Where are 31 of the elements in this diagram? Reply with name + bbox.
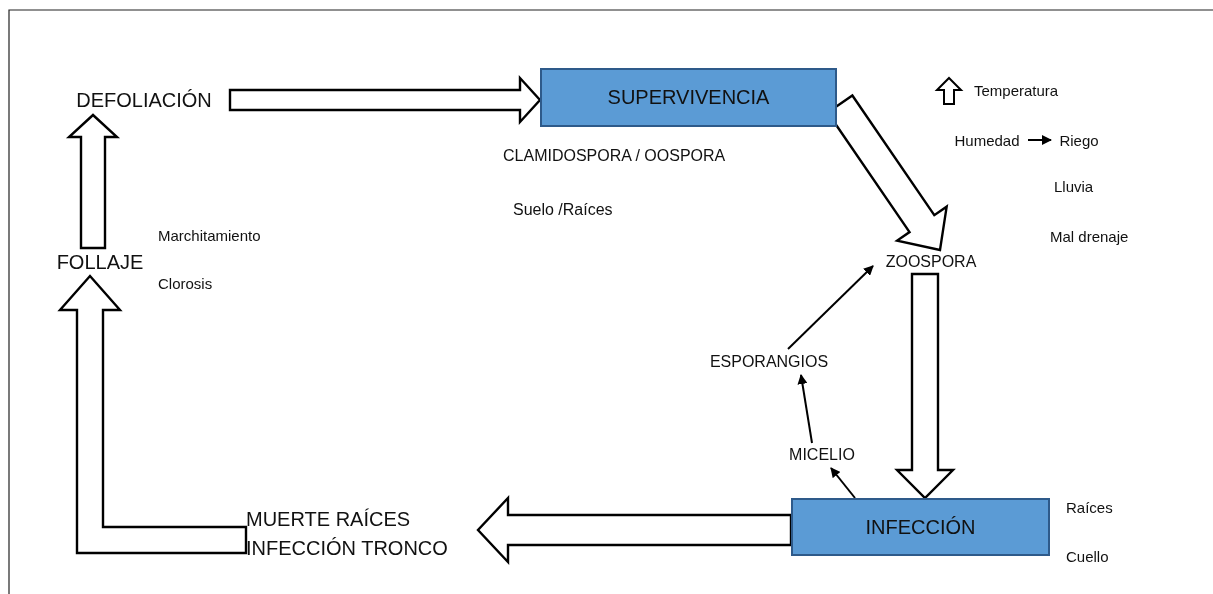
factor-label: Lluvia	[1054, 178, 1094, 195]
block-arrow	[228, 74, 542, 126]
process-box	[540, 68, 837, 127]
block-arrow	[65, 113, 121, 250]
stage-label: Riego	[1054, 129, 1104, 151]
arrow	[1027, 135, 1052, 145]
block-arrow	[57, 274, 248, 555]
stage-label: INFECCIÓN TRONCO	[246, 537, 448, 560]
stage-label: ESPORANGIOS	[696, 350, 842, 374]
box-title: SUPERVIVENCIA	[607, 86, 770, 109]
stage-label: ZOOSPORA	[873, 250, 989, 274]
arrow	[830, 467, 856, 499]
factor-label: Temperatura	[974, 82, 1059, 99]
caption-text: Raíces	[1066, 499, 1113, 516]
stage-label: DEFOLIACIÓN	[58, 86, 230, 114]
stage-label: FOLLAJE	[44, 248, 156, 276]
caption-text: Marchitamiento	[158, 227, 261, 244]
caption-text: CLAMIDOSPORA / OOSPORA	[503, 147, 726, 165]
factor-label: Mal drenaje	[1050, 228, 1129, 245]
box-title: INFECCIÓN	[865, 515, 976, 539]
caption-text: Suelo /Raíces	[513, 201, 613, 219]
block-arrow	[476, 494, 793, 566]
caption-text: Clorosis	[158, 275, 213, 292]
arrow	[787, 265, 874, 350]
stage-label: MUERTE RAÍCES	[246, 508, 411, 531]
arrow	[797, 374, 813, 444]
block-arrow	[894, 272, 956, 500]
caption-text: Cuello	[1066, 548, 1109, 565]
process-box	[791, 498, 1050, 556]
stage-label: Humedad	[949, 129, 1025, 151]
stage-label: MICELIO	[779, 443, 865, 467]
